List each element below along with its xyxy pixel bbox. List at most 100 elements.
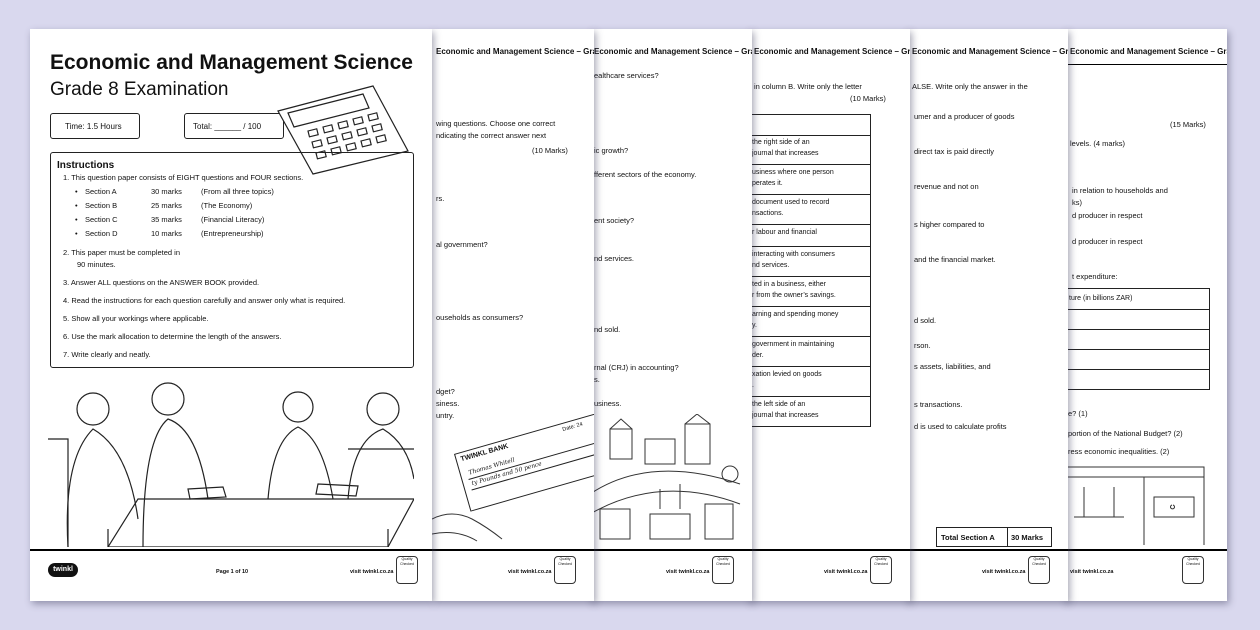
- match-table-cell-text: government in maintaining: [752, 341, 835, 348]
- match-table-row: interacting with consumers nd services.: [748, 246, 871, 277]
- match-table-cell-text: interacting with consumers: [752, 251, 835, 258]
- match-table-row: r labour and financial: [748, 224, 871, 247]
- time-box: Time: 1.5 Hours: [50, 113, 140, 139]
- section-total-box: Total Section A 30 Marks: [936, 527, 1052, 547]
- economy-town-illustration: [590, 414, 741, 540]
- footer-url: visit twinkl.co.za: [350, 569, 394, 575]
- marks-label: (10 Marks): [532, 146, 568, 155]
- page-header: Economic and Management Science – Grade …: [436, 47, 594, 56]
- exam-page-4: Economic and Management Science – Grade …: [748, 29, 910, 601]
- instruction-item: 3. Answer ALL questions on the ANSWER BO…: [63, 278, 260, 287]
- section-marks: 30 marks: [151, 187, 182, 196]
- total-label: Total: ______ / 100: [193, 122, 262, 131]
- question-text: usiness.: [594, 399, 622, 408]
- exam-page-2: Economic and Management Science – Grade …: [432, 29, 594, 601]
- match-table-cell-text: der.: [752, 352, 764, 359]
- match-table-cell-text: document used to record: [752, 199, 830, 206]
- question-text: in column B. Write only the letter: [754, 82, 862, 91]
- question-text: rs.: [436, 194, 445, 203]
- bullet-icon: •: [75, 215, 78, 224]
- instruction-item: 2. This paper must be completed in: [63, 248, 181, 257]
- section-total-label: Total Section A: [941, 533, 995, 542]
- question-text: wing questions. Choose one correct: [436, 119, 556, 128]
- footer-url: visit twinkl.co.za: [508, 569, 552, 575]
- match-table-row: xation levied on goods.: [748, 366, 871, 397]
- question-text: s transactions.: [914, 400, 963, 409]
- match-table-row: document used to record nsactions.: [748, 194, 871, 225]
- question-text: dget?: [436, 387, 455, 396]
- section-name: Section B: [85, 201, 118, 210]
- total-box: Total: ______ / 100: [184, 113, 284, 139]
- instruction-item: 5. Show all your workings where applicab…: [63, 314, 209, 323]
- section-marks: 10 marks: [151, 229, 182, 238]
- page-number: Page 1 of 10: [216, 569, 249, 575]
- match-table-header: [748, 114, 871, 136]
- meeting-illustration: [48, 382, 414, 547]
- match-table-cell-text: nsactions.: [752, 210, 784, 217]
- question-text: ic growth?: [594, 146, 629, 155]
- table-header: ture (in billions ZAR): [1069, 295, 1133, 302]
- section-topic: (Entrepreneurship): [201, 229, 264, 238]
- question-text: levels. (4 marks): [1070, 139, 1126, 148]
- question-text: fferent sectors of the economy.: [594, 170, 697, 179]
- section-marks: 25 marks: [151, 201, 182, 210]
- hand-illustration: [432, 513, 503, 542]
- page-header: Economic and Management Science – Grade …: [754, 47, 910, 56]
- bullet-icon: •: [75, 229, 78, 238]
- question-text: al government?: [436, 240, 488, 249]
- marks-label: (10 Marks): [850, 94, 886, 103]
- match-table-cell-text: ted in a business, either: [752, 281, 826, 288]
- exam-page-5: Economic and Management Science – Grade …: [906, 29, 1068, 601]
- match-table-row: government in maintaining der.: [748, 336, 871, 367]
- match-table-cell-text: journal that increases: [752, 150, 819, 157]
- bullet-icon: •: [75, 187, 78, 196]
- section-topic: (The Economy): [201, 201, 253, 210]
- footer-url: visit twinkl.co.za: [824, 569, 868, 575]
- question-text: e? (1): [1068, 409, 1088, 418]
- question-text: in relation to households and: [1072, 186, 1168, 195]
- match-table-cell-text: nd services.: [752, 262, 790, 269]
- question-text: rson.: [914, 341, 931, 350]
- cheque-illustration: TWINKL BANK Date: 24 Thomas Whitell ty P…: [454, 412, 594, 512]
- instruction-item-cont: 90 minutes.: [77, 260, 116, 269]
- question-text: portion of the National Budget? (2): [1068, 429, 1183, 438]
- question-text: t expenditure:: [1072, 272, 1118, 281]
- question-text: nd sold.: [594, 325, 621, 334]
- marks-label: (15 Marks): [1170, 120, 1206, 129]
- question-text: s assets, liabilities, and: [914, 362, 991, 371]
- exam-page-3: Economic and Management Science – Grade …: [590, 29, 752, 601]
- time-label: Time: 1.5 Hours: [65, 122, 122, 131]
- section-name: Section C: [85, 215, 118, 224]
- match-table-cell-text: r labour and financial: [752, 229, 817, 236]
- question-text: direct tax is paid directly: [914, 147, 995, 156]
- question-text: d producer in respect: [1072, 211, 1143, 220]
- question-text: and the financial market.: [914, 255, 996, 264]
- question-text: ALSE. Write only the answer in the: [912, 82, 1028, 91]
- question-text: s.: [594, 375, 600, 384]
- question-text: ndicating the correct answer next: [436, 131, 547, 140]
- match-table-cell-text: the right side of an: [752, 139, 810, 146]
- page-header: Economic and Management Science – Grade …: [594, 47, 752, 56]
- question-text: rnal (CRJ) in accounting?: [594, 363, 679, 372]
- section-topic: (Financial Literacy): [201, 215, 265, 224]
- exam-title: Economic and Management Science: [50, 51, 413, 74]
- match-table-cell-text: usiness where one person: [752, 169, 834, 176]
- match-table-cell-text: perates it.: [752, 180, 783, 187]
- twinkl-logo: twinkl: [48, 563, 78, 577]
- desk-illustration: [1064, 466, 1205, 545]
- instruction-item: 6. Use the mark allocation to determine …: [63, 332, 282, 341]
- match-table-cell-text: r from the owner’s savings.: [752, 292, 836, 299]
- question-text: untry.: [436, 411, 455, 420]
- footer-url: visit twinkl.co.za: [1070, 569, 1114, 575]
- section-topic: (From all three topics): [201, 187, 274, 196]
- footer-url: visit twinkl.co.za: [982, 569, 1026, 575]
- expenditure-table: ture (in billions ZAR): [1064, 288, 1210, 390]
- page-header: Economic and Management Science – Grade …: [1070, 47, 1227, 56]
